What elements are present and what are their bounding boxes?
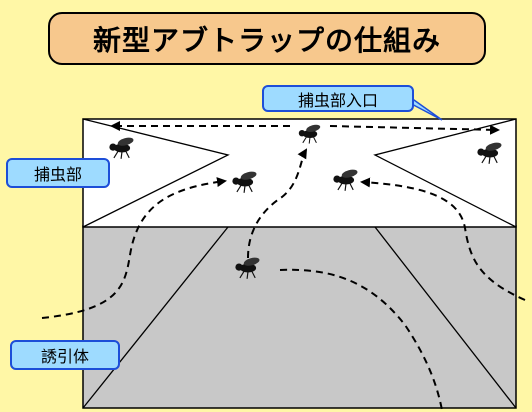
funnel-line-right (374, 226, 517, 409)
path-center-up (247, 148, 308, 259)
flight-paths (41, 121, 526, 411)
attractor-section (82, 225, 517, 409)
diagram-title: 新型アブトラップの仕組み (48, 12, 486, 65)
entrance-label: 捕虫部入口 (262, 85, 414, 112)
right-baffle (373, 118, 517, 228)
funnel-line-left (82, 226, 229, 409)
path-top-right (329, 124, 500, 135)
capture-label: 捕虫部 (6, 158, 110, 188)
path-bottom (279, 268, 443, 411)
left-baffle (82, 118, 230, 228)
attractor-label: 誘引体 (10, 340, 120, 370)
path-left-curve (41, 177, 227, 319)
path-right-curve (360, 177, 526, 301)
